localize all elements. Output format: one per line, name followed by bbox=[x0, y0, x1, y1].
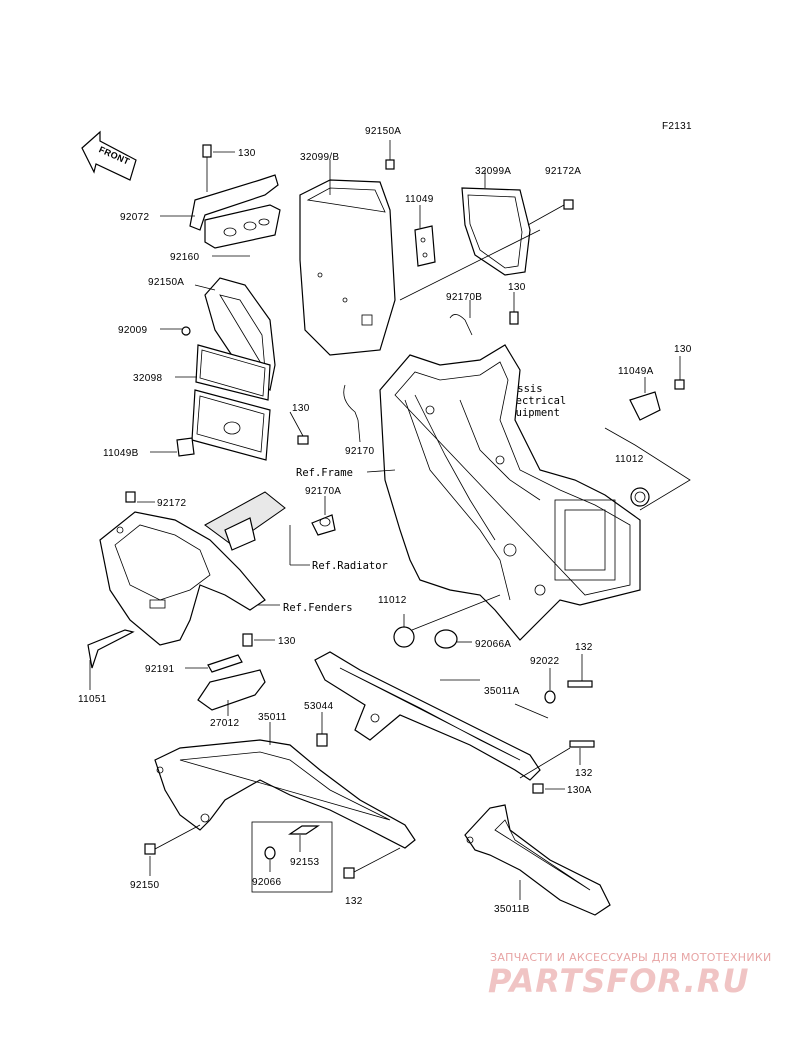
panel-rear bbox=[191, 389, 271, 461]
part-130-b: 130 bbox=[292, 403, 310, 414]
part-130-c: 130 bbox=[508, 282, 526, 293]
part-130-d: 130 bbox=[674, 344, 692, 355]
part-32099B: 32099/B bbox=[300, 152, 339, 163]
rail-35011 bbox=[154, 739, 416, 849]
part-92150A-left: 92150A bbox=[148, 277, 184, 288]
part-92153: 92153 bbox=[290, 857, 319, 868]
panel-32098 bbox=[195, 344, 271, 401]
part-35011: 35011 bbox=[258, 712, 287, 723]
part-11012-a: 11012 bbox=[615, 454, 644, 465]
part-132-a: 132 bbox=[575, 642, 593, 653]
part-92009: 92009 bbox=[118, 325, 147, 336]
cover-32099a bbox=[461, 187, 531, 276]
part-132-b: 132 bbox=[575, 768, 593, 779]
part-92066A: 92066A bbox=[475, 639, 511, 650]
part-92170A: 92170A bbox=[305, 486, 341, 497]
ref-chassis-line3: Equipment bbox=[503, 407, 560, 419]
part-92191: 92191 bbox=[145, 664, 174, 675]
part-92022: 92022 bbox=[530, 656, 559, 667]
part-32099A: 32099A bbox=[475, 166, 511, 177]
part-92150A-top: 92150A bbox=[365, 126, 401, 137]
part-92172: 92172 bbox=[157, 498, 186, 509]
radiator-bracket bbox=[99, 511, 266, 646]
part-132-c: 132 bbox=[345, 896, 363, 907]
part-130-e: 130 bbox=[278, 636, 296, 647]
part-11049A: 11049A bbox=[618, 366, 654, 377]
part-92150: 92150 bbox=[130, 880, 159, 891]
part-92072: 92072 bbox=[120, 212, 149, 223]
part-11051: 11051 bbox=[78, 694, 107, 705]
watermark-tagline: ЗАПЧАСТИ И АКСЕССУАРЫ ДЛЯ МОТОТЕХНИКИ bbox=[490, 951, 772, 964]
part-130A: 130A bbox=[567, 785, 592, 796]
bracket-11049 bbox=[414, 225, 436, 267]
part-53044: 53044 bbox=[304, 701, 333, 712]
part-11049: 11049 bbox=[405, 194, 434, 205]
part-35011B: 35011B bbox=[494, 904, 530, 915]
part-92066: 92066 bbox=[252, 877, 281, 888]
figure-code: F2131 bbox=[662, 121, 692, 132]
part-11049B: 11049B bbox=[103, 448, 139, 459]
part-92160: 92160 bbox=[170, 252, 199, 263]
radiator-stay bbox=[204, 491, 286, 551]
part-35011A: 35011A bbox=[484, 686, 520, 697]
part-27012: 27012 bbox=[210, 718, 239, 729]
part-92170: 92170 bbox=[345, 446, 374, 457]
part-92172A: 92172A bbox=[545, 166, 581, 177]
part-32098: 32098 bbox=[133, 373, 162, 384]
main-frame bbox=[379, 344, 641, 641]
watermark-logo: PARTSFOR.RU bbox=[488, 962, 750, 1000]
cover-32099b bbox=[299, 179, 396, 356]
rail-35011A bbox=[314, 651, 541, 781]
part-130-a: 130 bbox=[238, 148, 256, 159]
ref-frame: Ref.Frame bbox=[296, 467, 353, 479]
front-arrow-icon: FRONT bbox=[81, 130, 137, 181]
part-11012-b: 11012 bbox=[378, 595, 407, 606]
callout-box bbox=[251, 821, 333, 893]
bracket-92072 bbox=[189, 144, 281, 249]
part-92170B: 92170B bbox=[446, 292, 482, 303]
bracket-35011B bbox=[464, 804, 611, 916]
ref-fenders: Ref.Fenders bbox=[283, 602, 353, 614]
ref-chassis-line2: Electrical bbox=[503, 395, 566, 407]
ref-radiator: Ref.Radiator bbox=[312, 560, 388, 572]
